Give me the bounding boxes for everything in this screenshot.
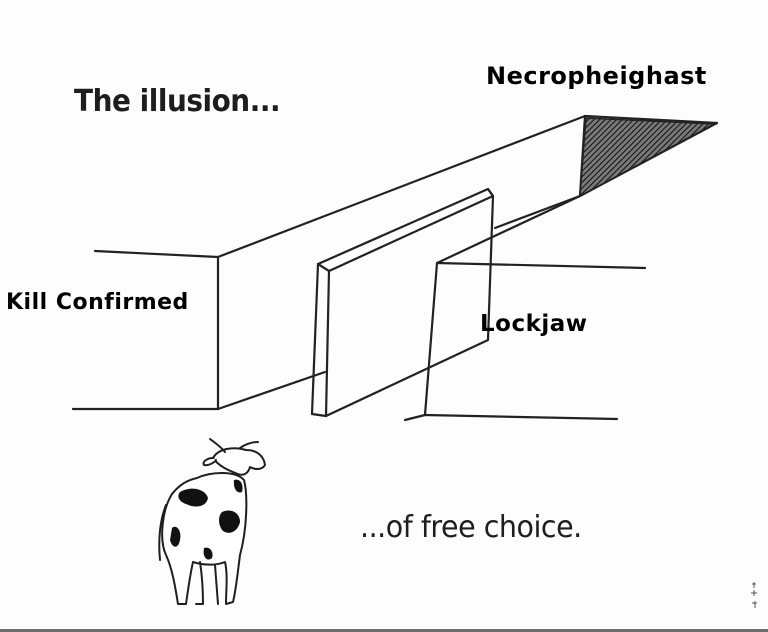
bottom-border — [0, 629, 768, 632]
label-lockjaw: Lockjaw — [480, 311, 588, 337]
caption-illusion: The illusion... — [74, 84, 281, 119]
center-wall — [310, 187, 495, 418]
left-wall — [71, 114, 587, 411]
signature-mark — [751, 582, 757, 608]
dark-path-end — [579, 117, 717, 198]
caption-free-choice: ...of free choice. — [360, 510, 582, 545]
cow-spots — [170, 479, 243, 560]
cow-drawing — [158, 438, 266, 605]
label-kill-confirmed: Kill Confirmed — [6, 290, 189, 315]
right-wall — [403, 194, 647, 422]
label-necropheighast: Necropheighast — [486, 62, 707, 90]
